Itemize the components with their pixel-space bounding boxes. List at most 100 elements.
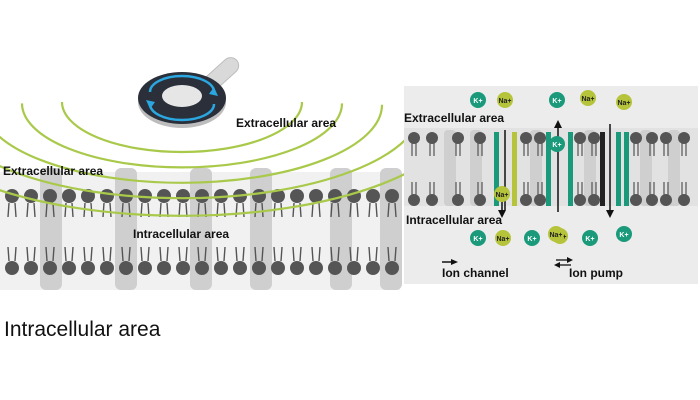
lipid-head [660, 132, 672, 144]
channel-ion: Na+ [494, 186, 510, 202]
intracellular-ion: K+ [582, 230, 598, 246]
lipid-tail [375, 246, 378, 262]
lipid-tail [349, 246, 352, 262]
right-membrane-proteins [444, 130, 680, 206]
lipid-tail [109, 246, 112, 262]
lipid-head [62, 189, 76, 203]
lipid-head [426, 132, 438, 144]
lipid-tail [337, 202, 340, 218]
lipid-tail [166, 246, 169, 262]
lipid-tail [71, 246, 74, 262]
lipid-head [100, 189, 114, 203]
lipid-head [176, 189, 190, 203]
intracellular-ion-right: K+ [616, 226, 632, 242]
lipid-head [328, 261, 342, 275]
lipid-tail [90, 246, 93, 262]
lipid-tail [121, 246, 124, 262]
intracellular-label-left: Intracellular area [133, 227, 230, 241]
lipid-head [290, 189, 304, 203]
ion-label: K+ [473, 236, 482, 243]
intracellular-label-right: Intracellular area [406, 213, 503, 227]
intracellular-ion: K+ [524, 230, 540, 246]
membrane-protein [470, 130, 482, 206]
ion-label: Na+ [549, 232, 562, 239]
lipid-head [426, 194, 438, 206]
extracellular-label-right: Extracellular area [404, 111, 505, 125]
lipid-tail [7, 202, 10, 218]
lipid-tail [394, 246, 397, 262]
lipid-tail [368, 202, 371, 218]
lipid-tail [311, 246, 314, 262]
lipid-tail [356, 246, 359, 262]
field-line [0, 106, 424, 200]
intracellular-ion: K+ [470, 230, 486, 246]
lipid-tail [178, 202, 181, 218]
ion-pump-legend-arrows-icon [554, 257, 573, 268]
lipid-head [347, 261, 361, 275]
lipid-tail [292, 202, 295, 218]
caption-intracellular: Intracellular area [4, 318, 161, 341]
lipid-head [195, 189, 209, 203]
lipid-head [408, 132, 420, 144]
lipid-head [195, 261, 209, 275]
field-line [0, 104, 384, 184]
lipid-tail [216, 246, 219, 262]
lipid-tail [33, 246, 36, 262]
lipid-head [520, 194, 532, 206]
lipid-tail [261, 246, 264, 262]
lipid-head [138, 261, 152, 275]
coil-arrowhead-icon [209, 87, 218, 96]
ion-label: Na+ [495, 192, 508, 199]
lipid-tail [235, 246, 238, 262]
lipid-head [252, 189, 266, 203]
ion-label: K+ [585, 236, 594, 243]
ion-channel-label: Ion channel [442, 266, 509, 280]
lipid-head [452, 132, 464, 144]
lipid-head [520, 132, 532, 144]
lipid-tail [318, 202, 321, 218]
lipid-head [5, 261, 19, 275]
lipid-head [452, 194, 464, 206]
right-lipid-bilayer [408, 132, 690, 206]
lipid-tail [52, 202, 55, 218]
lipid-tail [368, 246, 371, 262]
lipid-tail [280, 246, 283, 262]
lipid-tail [178, 246, 181, 262]
ion-label: K+ [552, 98, 561, 105]
lipid-tail [121, 202, 124, 218]
lipid-tail [254, 202, 257, 218]
coil-current-arrow-icon [148, 103, 216, 122]
ion-label: K+ [527, 236, 536, 243]
lipid-tail [185, 246, 188, 262]
extracellular-label-upper: Extracellular area [236, 116, 337, 130]
lipid-head [474, 194, 486, 206]
magnetic-coil-probe [138, 57, 240, 128]
lipid-tail [387, 202, 390, 218]
lipid-head [630, 194, 642, 206]
lipid-tail [26, 246, 29, 262]
lipid-head [408, 194, 420, 206]
extracellular-ion: Na+ [580, 90, 596, 106]
lipid-tail [337, 246, 340, 262]
lipid-head [100, 261, 114, 275]
lipid-tail [223, 246, 226, 262]
lipid-tail [394, 202, 397, 218]
lipid-head [534, 194, 546, 206]
lipid-tail [71, 202, 74, 218]
lipid-head [214, 261, 228, 275]
coil-ring-hole [162, 85, 202, 107]
lipid-head [43, 189, 57, 203]
intracellular-ion-pump: Na+ [548, 226, 564, 242]
lipid-tail [83, 246, 86, 262]
lipid-head [157, 189, 171, 203]
lipid-head [252, 261, 266, 275]
extracellular-ion: Na+ [616, 94, 632, 110]
ion-channel-legend-arrow-icon [442, 259, 458, 265]
lipid-head [233, 261, 247, 275]
lipid-tail [242, 202, 245, 218]
lipid-tail [14, 246, 17, 262]
lipid-tail [375, 202, 378, 218]
coil-arrowhead-icon [146, 100, 155, 109]
ion-label: K+ [619, 232, 628, 239]
lipid-tail [33, 202, 36, 218]
